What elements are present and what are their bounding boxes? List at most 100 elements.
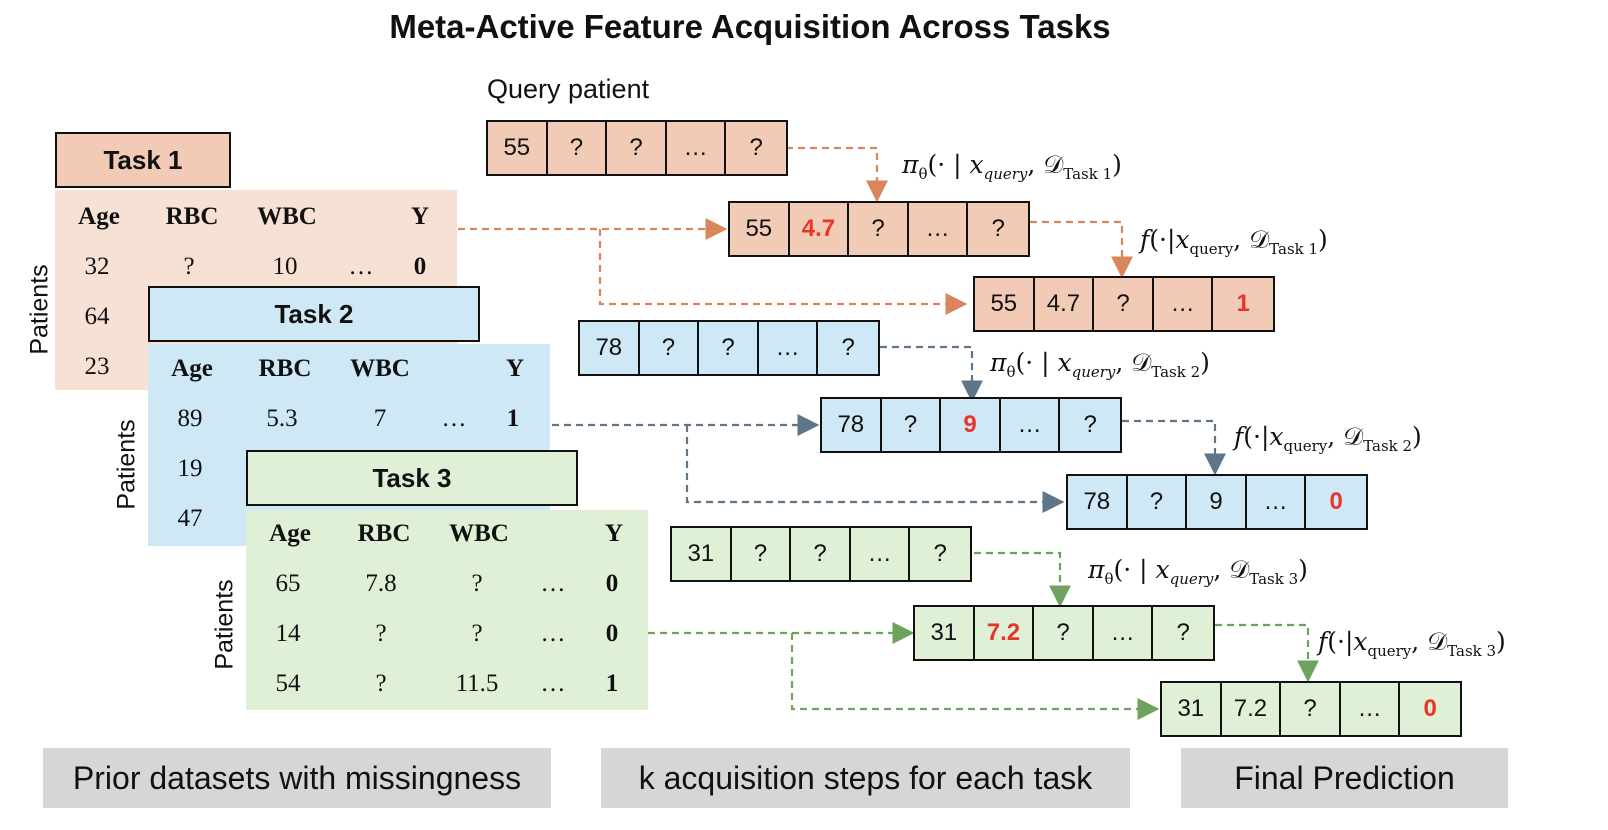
- dataset-symbol: 𝒟: [1427, 627, 1448, 656]
- task1-cell: 10: [272, 253, 298, 280]
- vector-cell: …: [909, 203, 969, 255]
- task1-cell: 0: [413, 253, 427, 280]
- vector-cell: 78: [580, 322, 640, 374]
- task3-cell: …: [540, 670, 566, 697]
- pi-symbol: π: [902, 150, 919, 179]
- vector-cell: ?: [1083, 411, 1097, 438]
- vector-cell: ?: [607, 122, 667, 174]
- vector-cell: 4.7: [1035, 278, 1095, 330]
- vector-cell: …: [1154, 278, 1214, 330]
- x-symbol: x: [1155, 555, 1170, 584]
- task3-step-vector: 31 7.2 ? … ?: [913, 605, 1215, 661]
- vector-cell: ?: [1281, 683, 1341, 735]
- dataset-symbol: 𝒟: [1043, 150, 1064, 179]
- x-symbol: x: [1057, 348, 1072, 377]
- theta-symbol: θ: [1104, 570, 1114, 588]
- task3-cell: 65: [275, 570, 301, 597]
- vector-cell: …: [1001, 399, 1061, 451]
- vector-cell: 31: [1162, 683, 1222, 735]
- vector-cell: ?: [732, 528, 792, 580]
- task2-header-wbc: WBC: [350, 355, 410, 382]
- task2-cell: 19: [177, 455, 203, 482]
- task3-cell: ?: [375, 670, 387, 697]
- acquired-feature-cell: 9: [941, 399, 1001, 451]
- vector-cell: …: [1094, 607, 1154, 659]
- task-subscript: Task 2: [1151, 363, 1201, 381]
- task3-cell: ?: [375, 620, 387, 647]
- query-subscript: query: [1367, 642, 1412, 660]
- prediction-cell: 0: [1423, 695, 1437, 722]
- query-subscript: query: [1189, 240, 1234, 258]
- vector-cell: 55: [488, 122, 548, 174]
- vector-cell: ?: [1034, 607, 1094, 659]
- task-subscript: Task 3: [1249, 570, 1299, 588]
- task3-cell: …: [540, 620, 566, 647]
- task1-cell: 32: [84, 253, 110, 280]
- task1-cell: 64: [84, 303, 110, 330]
- task2-cell: …: [441, 405, 467, 432]
- pi-symbol: π: [1088, 555, 1105, 584]
- f-symbol: f: [1140, 225, 1150, 254]
- task1-header-rbc: RBC: [165, 203, 219, 230]
- vector-cell: ?: [1176, 619, 1190, 646]
- vector-cell: ?: [1128, 476, 1188, 528]
- task3-cell: 7.8: [365, 570, 397, 597]
- task1-header-wbc: WBC: [257, 203, 317, 230]
- task-subscript: Task 1: [1269, 240, 1319, 258]
- task3-query-vector: 31 ? ? … ?: [670, 526, 972, 582]
- vector-cell: ?: [841, 334, 855, 361]
- vector-cell: 7.2: [1222, 683, 1282, 735]
- vector-cell: ?: [849, 203, 909, 255]
- task2-cell: 47: [177, 505, 203, 532]
- vector-cell: ?: [640, 322, 700, 374]
- vector-cell: ?: [791, 528, 851, 580]
- prediction-cell: 0: [1329, 488, 1343, 515]
- task3-policy-formula: πθ(· | xquery, 𝒟Task 3): [1088, 555, 1308, 588]
- vector-cell: ?: [1094, 278, 1154, 330]
- vector-cell: …: [759, 322, 819, 374]
- task2-query-vector: 78 ? ? … ?: [578, 320, 880, 376]
- task2-step-vector: 78 ? 9 … ?: [820, 397, 1122, 453]
- dataset-symbol: 𝒟: [1131, 348, 1152, 377]
- query-subscript: query: [983, 165, 1028, 183]
- task3-predictor-formula: f(·|xquery, 𝒟Task 3): [1318, 627, 1506, 660]
- task2-predictor-formula: f(·|xquery, 𝒟Task 2): [1234, 422, 1422, 455]
- task1-header-age: Age: [78, 203, 120, 230]
- task3-header-y: Y: [604, 520, 624, 547]
- dataset-symbol: 𝒟: [1343, 422, 1364, 451]
- task3-header-wbc: WBC: [449, 520, 509, 547]
- task3-cell: 1: [605, 670, 619, 697]
- query-subscript: query: [1169, 570, 1214, 588]
- x-symbol: x: [969, 150, 984, 179]
- task3-tag-label: Task 3: [372, 462, 452, 493]
- task2-cell: 5.3: [266, 405, 298, 432]
- x-symbol: x: [1269, 422, 1284, 451]
- footer-prior-datasets: Prior datasets with missingness: [43, 748, 551, 808]
- task1-tag: Task 1: [55, 132, 231, 188]
- x-symbol: x: [1353, 627, 1368, 656]
- task-subscript: Task 1: [1063, 165, 1113, 183]
- vector-cell: …: [1341, 683, 1401, 735]
- task2-arrows: [552, 345, 1226, 513]
- footer-acquisition-steps: k acquisition steps for each task: [601, 748, 1130, 808]
- vector-cell: …: [1247, 476, 1307, 528]
- prediction-cell: 1: [1236, 290, 1250, 317]
- vector-cell: 31: [915, 607, 975, 659]
- task3-final-vector: 31 7.2 ? … 0: [1160, 681, 1462, 737]
- query-subscript: query: [1071, 363, 1116, 381]
- task2-header-age: Age: [171, 355, 213, 382]
- vector-cell: 9: [1187, 476, 1247, 528]
- vector-cell: 55: [975, 278, 1035, 330]
- task3-header-age: Age: [269, 520, 311, 547]
- task1-query-vector: 55 ? ? … ?: [486, 120, 788, 176]
- task2-tag: Task 2: [148, 286, 480, 342]
- task3-tag: Task 3: [246, 450, 578, 506]
- task1-policy-formula: πθ(· | xquery, 𝒟Task 1): [902, 150, 1122, 183]
- task2-tag-label: Task 2: [274, 298, 354, 329]
- task2-cell: 7: [373, 405, 387, 432]
- f-symbol: f: [1234, 422, 1244, 451]
- vector-cell: ?: [749, 134, 763, 161]
- x-symbol: x: [1175, 225, 1190, 254]
- task3-table-bg: [246, 510, 648, 710]
